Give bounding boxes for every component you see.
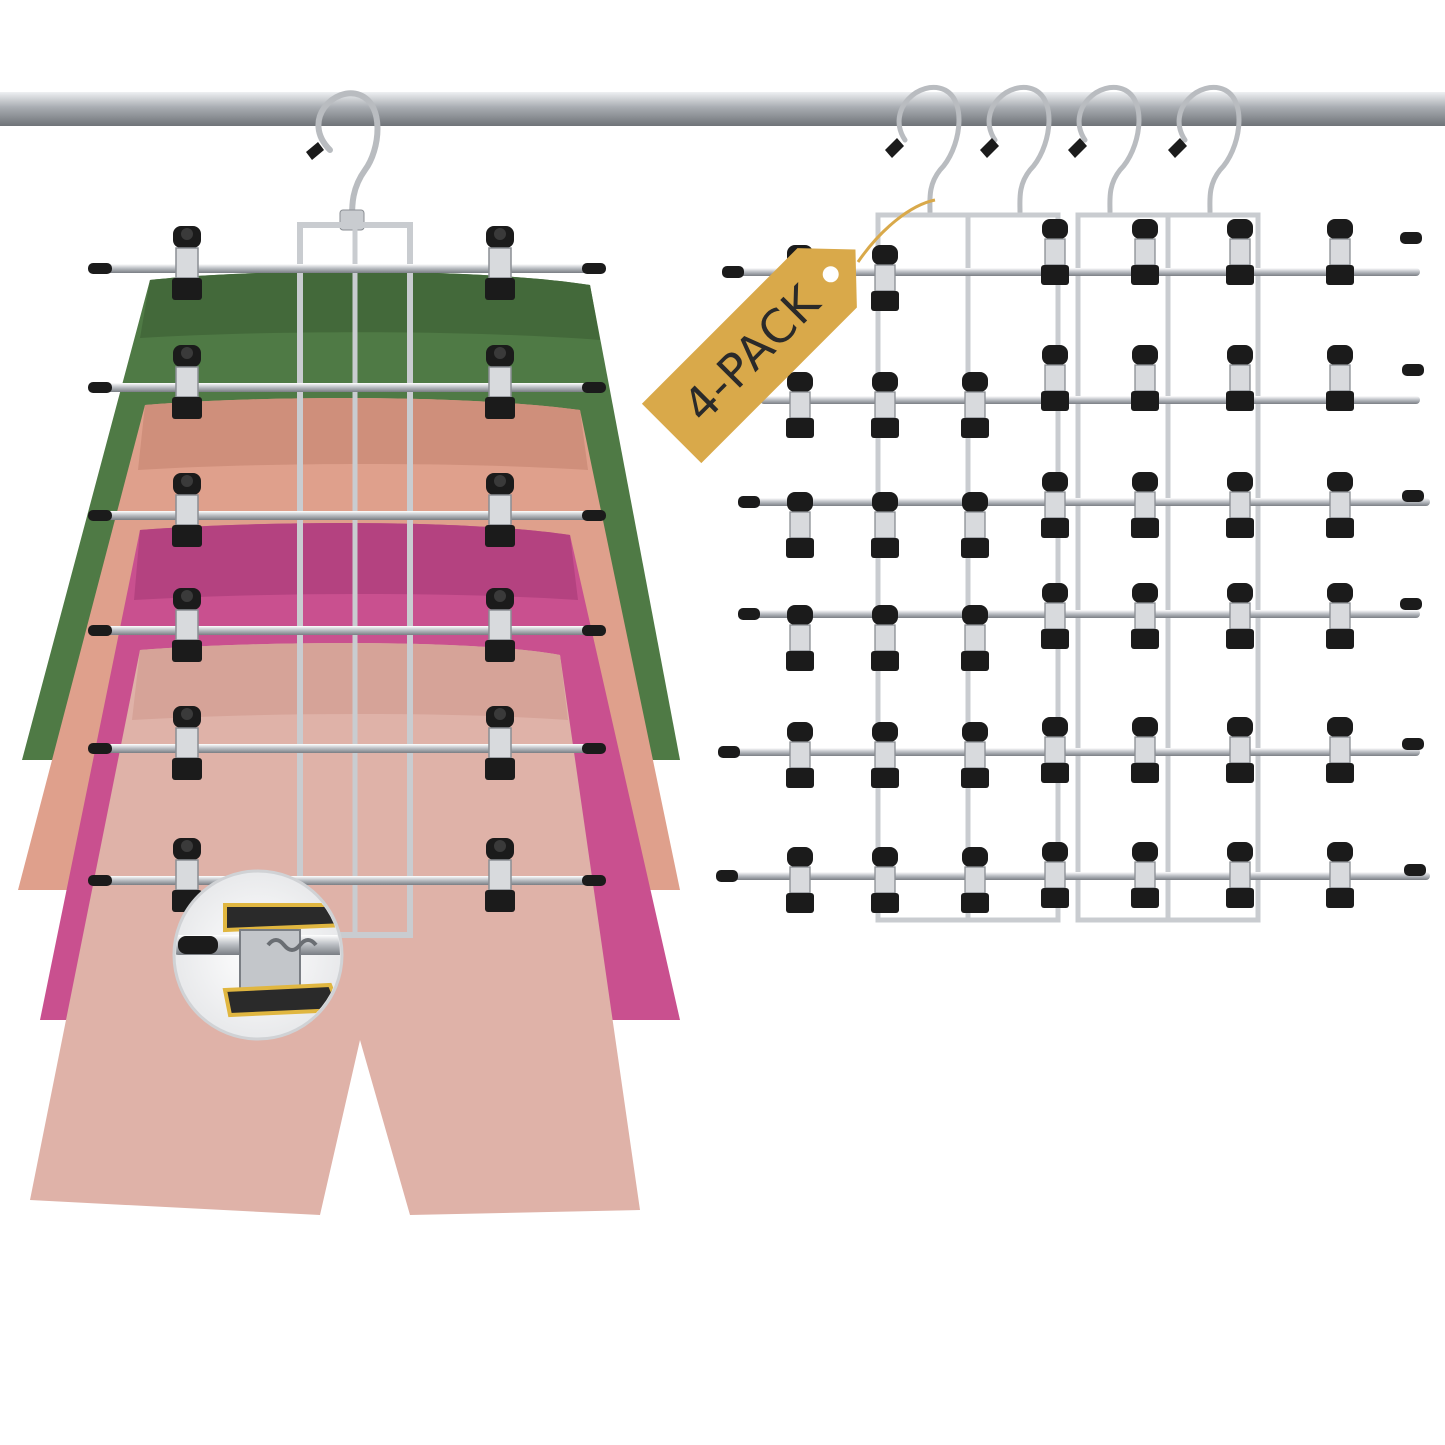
hanger-stack: 4-PACK — [641, 85, 1430, 923]
hanger-hook — [315, 90, 381, 221]
closet-rod — [0, 92, 1445, 126]
hanger-with-shorts — [18, 90, 680, 1215]
stack-clips — [785, 218, 1355, 914]
clip-detail-zoom — [172, 869, 344, 1041]
hanger-tiers — [88, 225, 606, 913]
